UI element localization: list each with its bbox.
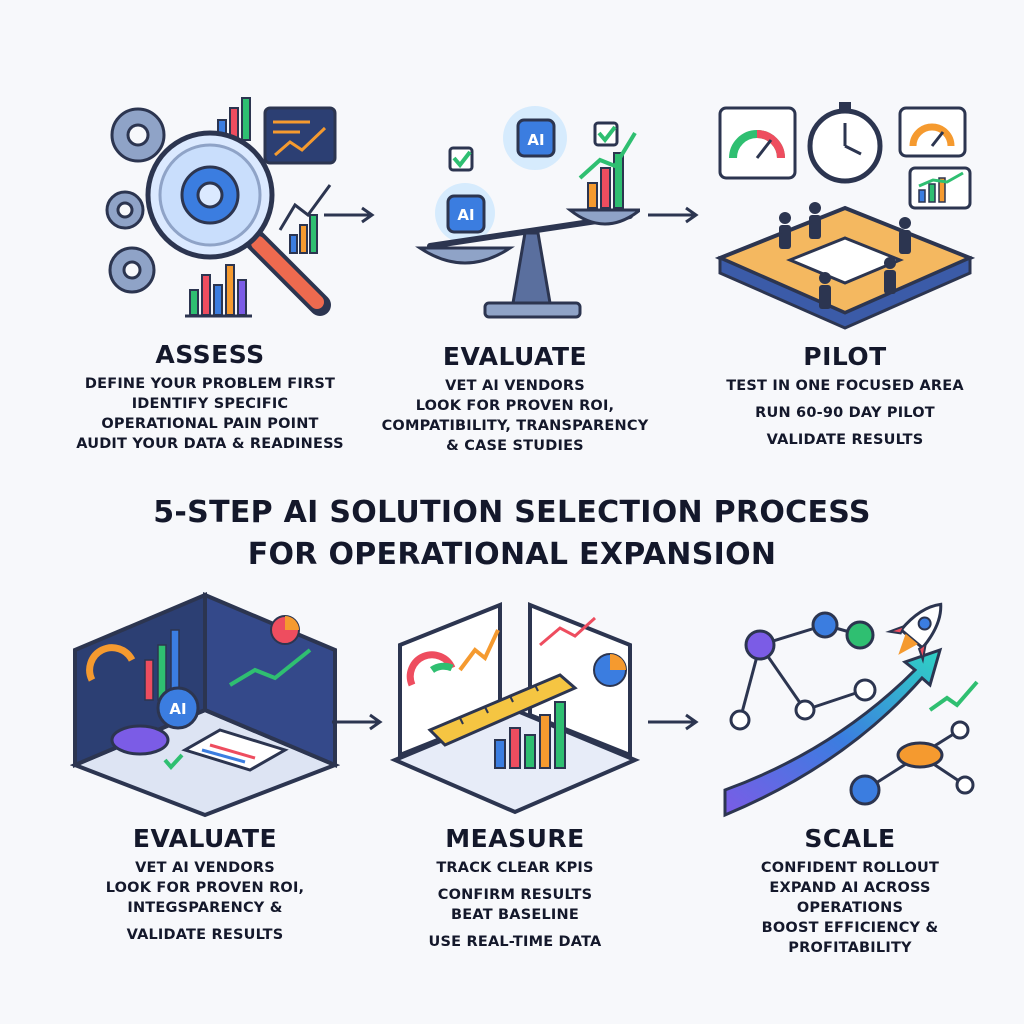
title-line: 5-STEP AI SOLUTION SELECTION PROCESS [153, 495, 871, 530]
ai-badge-label: AI [169, 700, 186, 718]
step-title: EVALUATE [442, 342, 588, 371]
step-line: VET AI VENDORS [135, 860, 275, 876]
measure-ruler-charts-icon [390, 602, 640, 815]
step-line: INTEGSPARENCY & [127, 900, 283, 916]
ai-chip-label: AI [457, 206, 474, 224]
step-line: OPERATIONS [796, 900, 904, 916]
arrow-right-icon [648, 713, 699, 731]
step-line: CONFIDENT ROLLOUT [760, 860, 940, 876]
step-line: AUDIT YOUR DATA & READINESS [76, 436, 344, 452]
rocket-network-growth-icon [723, 602, 979, 818]
ai-chip-label: AI [527, 131, 544, 149]
step-line: COMPATIBILITY, TRANSPARENCY [381, 418, 649, 434]
step-title: PILOT [803, 342, 887, 371]
step-evaluate-2: AI EVALUATE VET AI VENDORS LOOK FOR PROV… [40, 590, 370, 945]
arrow-right-icon [332, 713, 383, 731]
step-assess: ASSESS DEFINE YOUR PROBLEM FIRST IDENTIF… [40, 80, 380, 454]
page-title: 5-STEP AI SOLUTION SELECTION PROCESS FOR… [0, 492, 1024, 576]
step-line: IDENTIFY SPECIFIC [131, 396, 289, 412]
step-line: BOOST EFFICIENCY & [761, 920, 939, 936]
step-title: ASSESS [155, 340, 265, 369]
step-line: PROFITABILITY [788, 940, 912, 956]
step-line: LOOK FOR PROVEN ROI, [105, 880, 305, 896]
step-line: CONFIRM RESULTS [437, 887, 593, 903]
step-line: OPERATIONAL PAIN POINT [101, 416, 319, 432]
step-line: EXPAND AI ACROSS [769, 880, 931, 896]
step-line: VET AI VENDORS [445, 378, 585, 394]
step-title: MEASURE [445, 824, 585, 853]
step-line: USE REAL-TIME DATA [428, 934, 602, 950]
title-line: FOR OPERATIONAL EXPANSION [247, 537, 777, 572]
step-title: SCALE [804, 824, 896, 853]
step-line: & CASE STUDIES [446, 438, 584, 454]
pilot-workspace-icon [715, 102, 975, 330]
step-line: DEFINE YOUR PROBLEM FIRST [84, 376, 336, 392]
arrow-right-icon [324, 206, 375, 224]
step-measure: MEASURE TRACK CLEAR KPIS CONFIRM RESULTS… [360, 590, 670, 952]
step-pilot: PILOT TEST IN ONE FOCUSED AREA RUN 60-90… [690, 98, 1000, 450]
step-scale: SCALE CONFIDENT ROLLOUT EXPAND AI ACROSS… [690, 590, 1010, 958]
step-line: TEST IN ONE FOCUSED AREA [726, 378, 964, 394]
arrow-right-icon [648, 206, 699, 224]
step-line: TRACK CLEAR KPIS [436, 860, 594, 876]
balance-scale-ai-icon: AI AI [415, 106, 640, 319]
magnifier-gears-charts-icon [105, 97, 337, 318]
step-line: RUN 60-90 DAY PILOT [755, 405, 935, 421]
step-evaluate: AI AI EVALUATE VET AI VENDORS LOOK FOR P… [360, 98, 670, 456]
ai-dashboard-icon: AI [70, 591, 340, 818]
step-title: EVALUATE [132, 824, 278, 853]
step-line: VALIDATE RESULTS [126, 927, 284, 943]
step-line: VALIDATE RESULTS [766, 432, 924, 448]
step-line: LOOK FOR PROVEN ROI, [415, 398, 615, 414]
step-line: BEAT BASELINE [451, 907, 579, 923]
